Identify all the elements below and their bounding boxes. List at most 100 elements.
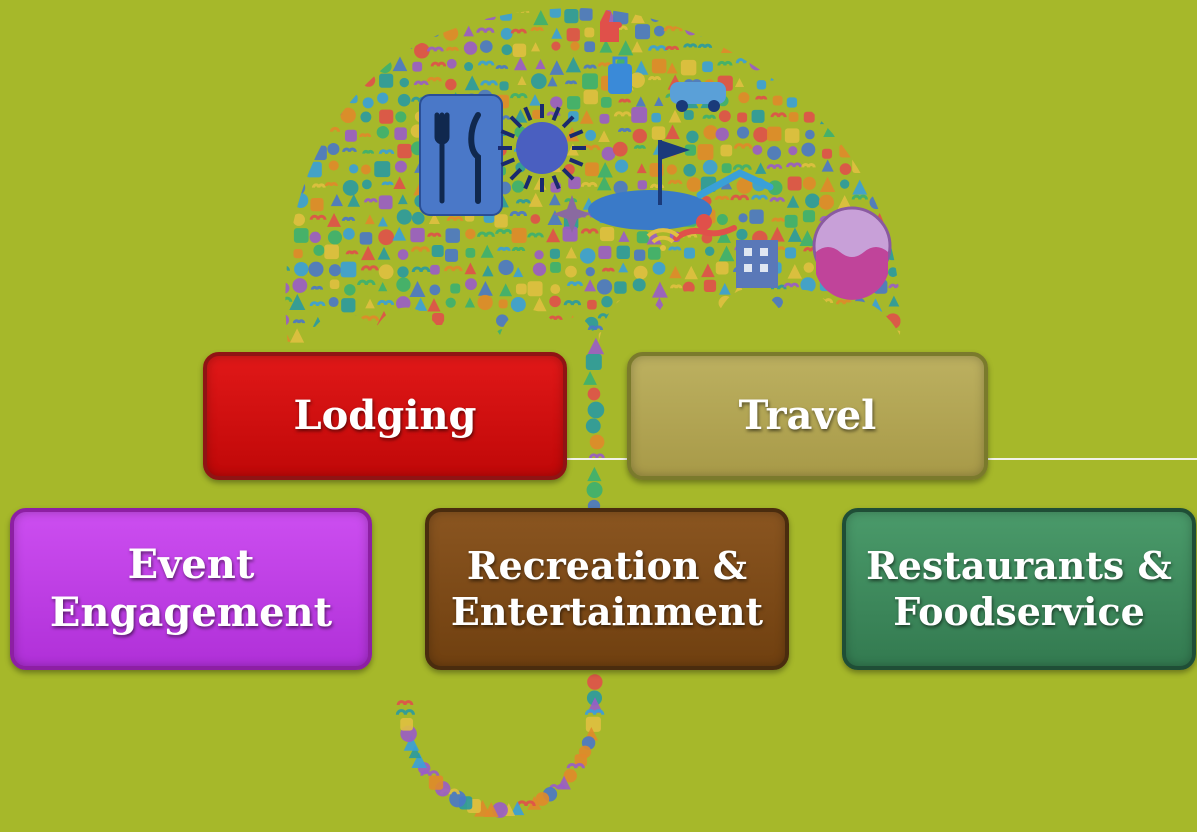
canopy-mini-icon [803,299,822,306]
canopy-mini-icon [749,209,764,224]
canopy-mini-icon [802,76,820,82]
canopy-mini-icon [836,92,849,105]
canopy-mini-icon [871,56,888,73]
handle-mini-icon [535,792,550,806]
canopy-mini-icon [532,109,542,120]
canopy-mini-icon [766,164,783,170]
canopy-mini-icon [341,216,356,222]
canopy-mini-icon [769,226,785,242]
canopy-mini-icon [328,23,340,36]
canopy-mini-icon [584,27,595,38]
canopy-mini-icon [428,212,440,225]
canopy-mini-icon [837,195,852,210]
swimmer-icon [673,214,737,241]
canopy-mini-icon [511,227,527,243]
canopy-mini-icon [308,9,323,24]
canopy-mini-icon [464,262,477,275]
canopy-mini-icon [662,10,681,16]
canopy-mini-icon [309,26,321,38]
luggage-icon [608,56,632,94]
canopy-mini-icon [374,161,391,178]
canopy-mini-icon [804,334,814,345]
canopy-mini-icon [734,77,745,88]
canopy-mini-icon [378,229,395,246]
canopy-mini-icon [531,42,541,52]
handle-mini-icon [449,790,467,808]
canopy-mini-icon [751,194,768,200]
canopy-mini-icon [297,27,308,38]
canopy-mini-icon [535,58,546,70]
canopy-mini-icon [360,315,380,322]
canopy-mini-icon [427,334,439,345]
canopy-mini-icon [547,210,563,225]
canopy-mini-icon [600,226,615,242]
canopy-mini-icon [866,330,885,337]
canopy-mini-icon [718,110,731,123]
canopy-mini-icon [837,10,851,25]
canopy-mini-icon [293,158,306,172]
canopy-mini-icon [529,94,541,106]
canopy-mini-icon [515,199,531,204]
canopy-mini-icon [311,331,321,342]
canopy-mini-icon [771,217,785,222]
canopy-mini-icon [327,212,341,227]
canopy-mini-icon [618,40,634,56]
canopy-mini-icon [631,107,648,123]
canopy-mini-icon [666,164,678,175]
shaft-mini-icon [587,401,605,419]
canopy-mini-icon [839,179,850,189]
canopy-mini-icon [667,299,684,305]
canopy-mini-icon [565,265,577,278]
canopy-mini-icon [834,74,853,81]
canopy-mini-icon [788,146,798,156]
canopy-mini-icon [413,80,429,86]
canopy-mini-icon [309,214,327,221]
canopy-mini-icon [909,262,921,274]
canopy-mini-icon [328,316,341,321]
canopy-mini-icon [871,179,886,193]
canopy-mini-icon [890,183,900,193]
canopy-mini-icon [550,262,561,273]
sun-ray [561,115,575,129]
canopy-mini-icon [292,319,306,324]
canopy-mini-icon [396,335,412,340]
canopy-mini-icon [483,8,496,20]
canopy-mini-icon [327,230,343,245]
canopy-mini-icon [580,228,599,234]
canopy-mini-icon [394,127,407,140]
canopy-mini-icon [720,336,734,341]
umbrella-canopy-icon [285,8,922,345]
canopy-mini-icon [803,111,815,123]
canopy-mini-icon [465,248,476,258]
canopy-mini-icon [285,145,292,151]
canopy-mini-icon [770,316,785,330]
canopy-mini-icon [749,55,765,71]
canopy-mini-icon [564,9,579,24]
canopy-mini-icon [668,179,683,185]
canopy-mini-icon [654,96,664,107]
canopy-mini-icon [666,62,678,74]
canopy-mini-icon [534,250,544,260]
canopy-mini-icon [888,295,900,307]
canopy-mini-icon [612,141,628,157]
canopy-mini-icon [685,23,698,36]
canopy-mini-icon [341,41,356,56]
canopy-mini-icon [464,62,474,72]
shaft-mini-icon [589,434,605,450]
canopy-mini-icon [886,8,901,21]
canopy-mini-icon [347,63,357,74]
canopy-mini-icon [637,299,648,310]
canopy-mini-icon [510,296,526,313]
canopy-mini-icon [821,148,833,159]
canopy-mini-icon [634,60,649,75]
canopy-mini-icon [360,265,379,271]
canopy-mini-icon [853,62,866,75]
sun-ray [551,106,561,122]
canopy-mini-icon [730,194,750,201]
canopy-mini-icon [614,159,629,173]
canopy-mini-icon [907,280,922,295]
canopy-mini-icon [565,246,577,259]
handle-mini-icon [585,716,601,732]
canopy-mini-icon [327,10,338,22]
canopy-mini-icon [285,282,290,294]
